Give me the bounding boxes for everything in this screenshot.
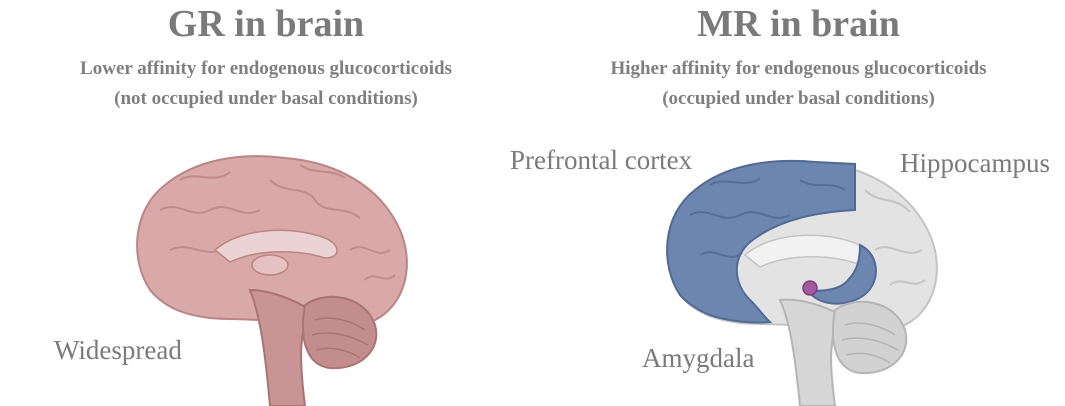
- gr-subtitle-occupancy: (not occupied under basal conditions): [0, 88, 532, 110]
- gr-panel: GR in brain Lower affinity for endogenou…: [0, 0, 532, 406]
- gr-subtitle-affinity: Lower affinity for endogenous glucocorti…: [0, 58, 532, 80]
- mr-subtitle-affinity: Higher affinity for endogenous glucocort…: [532, 58, 1065, 80]
- gr-brain-illustration: [120, 140, 420, 406]
- gr-label-widespread: Widespread: [54, 335, 182, 366]
- mr-label-amygdala: Amygdala: [642, 343, 754, 374]
- mr-title: MR in brain: [532, 2, 1065, 46]
- mr-subtitle-occupancy: (occupied under basal conditions): [532, 88, 1065, 110]
- mr-panel: MR in brain Higher affinity for endogeno…: [532, 0, 1065, 406]
- gr-title: GR in brain: [0, 2, 532, 46]
- mr-label-prefrontal-cortex: Prefrontal cortex: [510, 145, 692, 176]
- mr-label-hippocampus: Hippocampus: [900, 148, 1050, 179]
